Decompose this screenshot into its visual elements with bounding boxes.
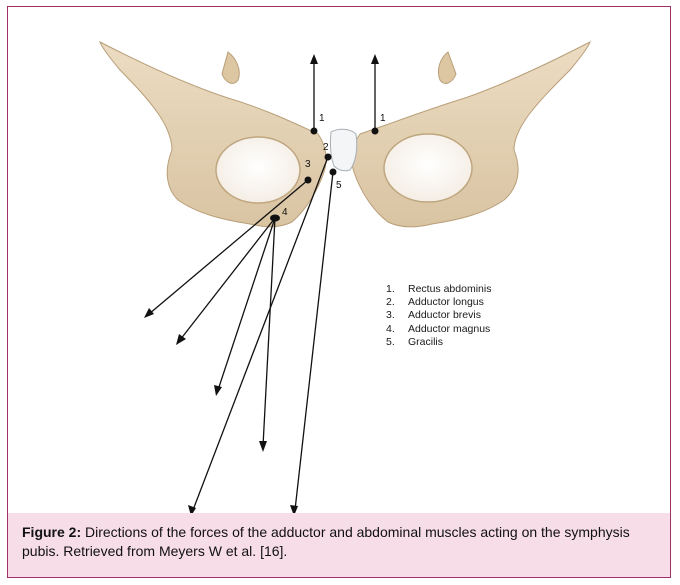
legend-item: 5.Gracilis	[386, 336, 491, 349]
legend-text: Gracilis	[408, 336, 443, 348]
origin-longus	[325, 154, 332, 161]
arrow-gracilis	[295, 172, 333, 510]
origin-magnus	[270, 215, 280, 222]
arrowhead-rectus-left	[310, 54, 318, 64]
right-hip-bone	[352, 42, 590, 227]
arrow-magnus-a	[180, 218, 275, 340]
legend-item: 4.Adductor magnus	[386, 323, 491, 336]
arrowhead-brevis	[144, 308, 154, 318]
muscle-legend: 1.Rectus abdominis 2.Adductor longus 3.A…	[386, 283, 491, 349]
legend-item: 1.Rectus abdominis	[386, 283, 491, 296]
caption-label: Figure 2:	[22, 524, 81, 540]
origin-rectus-right	[372, 128, 379, 135]
arrowhead-magnus-a	[176, 334, 186, 345]
legend-text: Adductor magnus	[408, 323, 490, 335]
caption-text: Directions of the forces of the adductor…	[22, 524, 630, 559]
legend-item: 2.Adductor longus	[386, 296, 491, 309]
label-rectus-left: 1	[319, 113, 325, 124]
legend-text: Adductor brevis	[408, 309, 481, 321]
origin-rectus-left	[311, 128, 318, 135]
origin-gracilis	[330, 169, 337, 176]
label-rectus-right: 1	[380, 113, 386, 124]
legend-number: 3.	[386, 309, 408, 322]
arrow-magnus-c	[263, 218, 275, 446]
legend-number: 5.	[386, 336, 408, 349]
legend-number: 2.	[386, 296, 408, 309]
arrowhead-magnus-c	[259, 441, 267, 452]
figure-caption: Figure 2: Directions of the forces of th…	[7, 513, 671, 578]
label-adductor-brevis: 3	[305, 159, 311, 170]
label-gracilis: 5	[336, 180, 342, 191]
legend-item: 3.Adductor brevis	[386, 309, 491, 322]
label-adductor-longus: 2	[323, 142, 329, 153]
origin-brevis	[305, 177, 312, 184]
legend-text: Adductor longus	[408, 296, 484, 308]
arrow-magnus-b	[218, 218, 275, 390]
arrowhead-rectus-right	[371, 54, 379, 64]
arrowhead-magnus-b	[214, 385, 222, 396]
left-hip-bone	[100, 42, 326, 227]
legend-text: Rectus abdominis	[408, 283, 491, 295]
pubic-symphysis	[330, 129, 356, 171]
legend-number: 4.	[386, 323, 408, 336]
legend-number: 1.	[386, 283, 408, 296]
label-adductor-magnus: 4	[282, 207, 288, 218]
